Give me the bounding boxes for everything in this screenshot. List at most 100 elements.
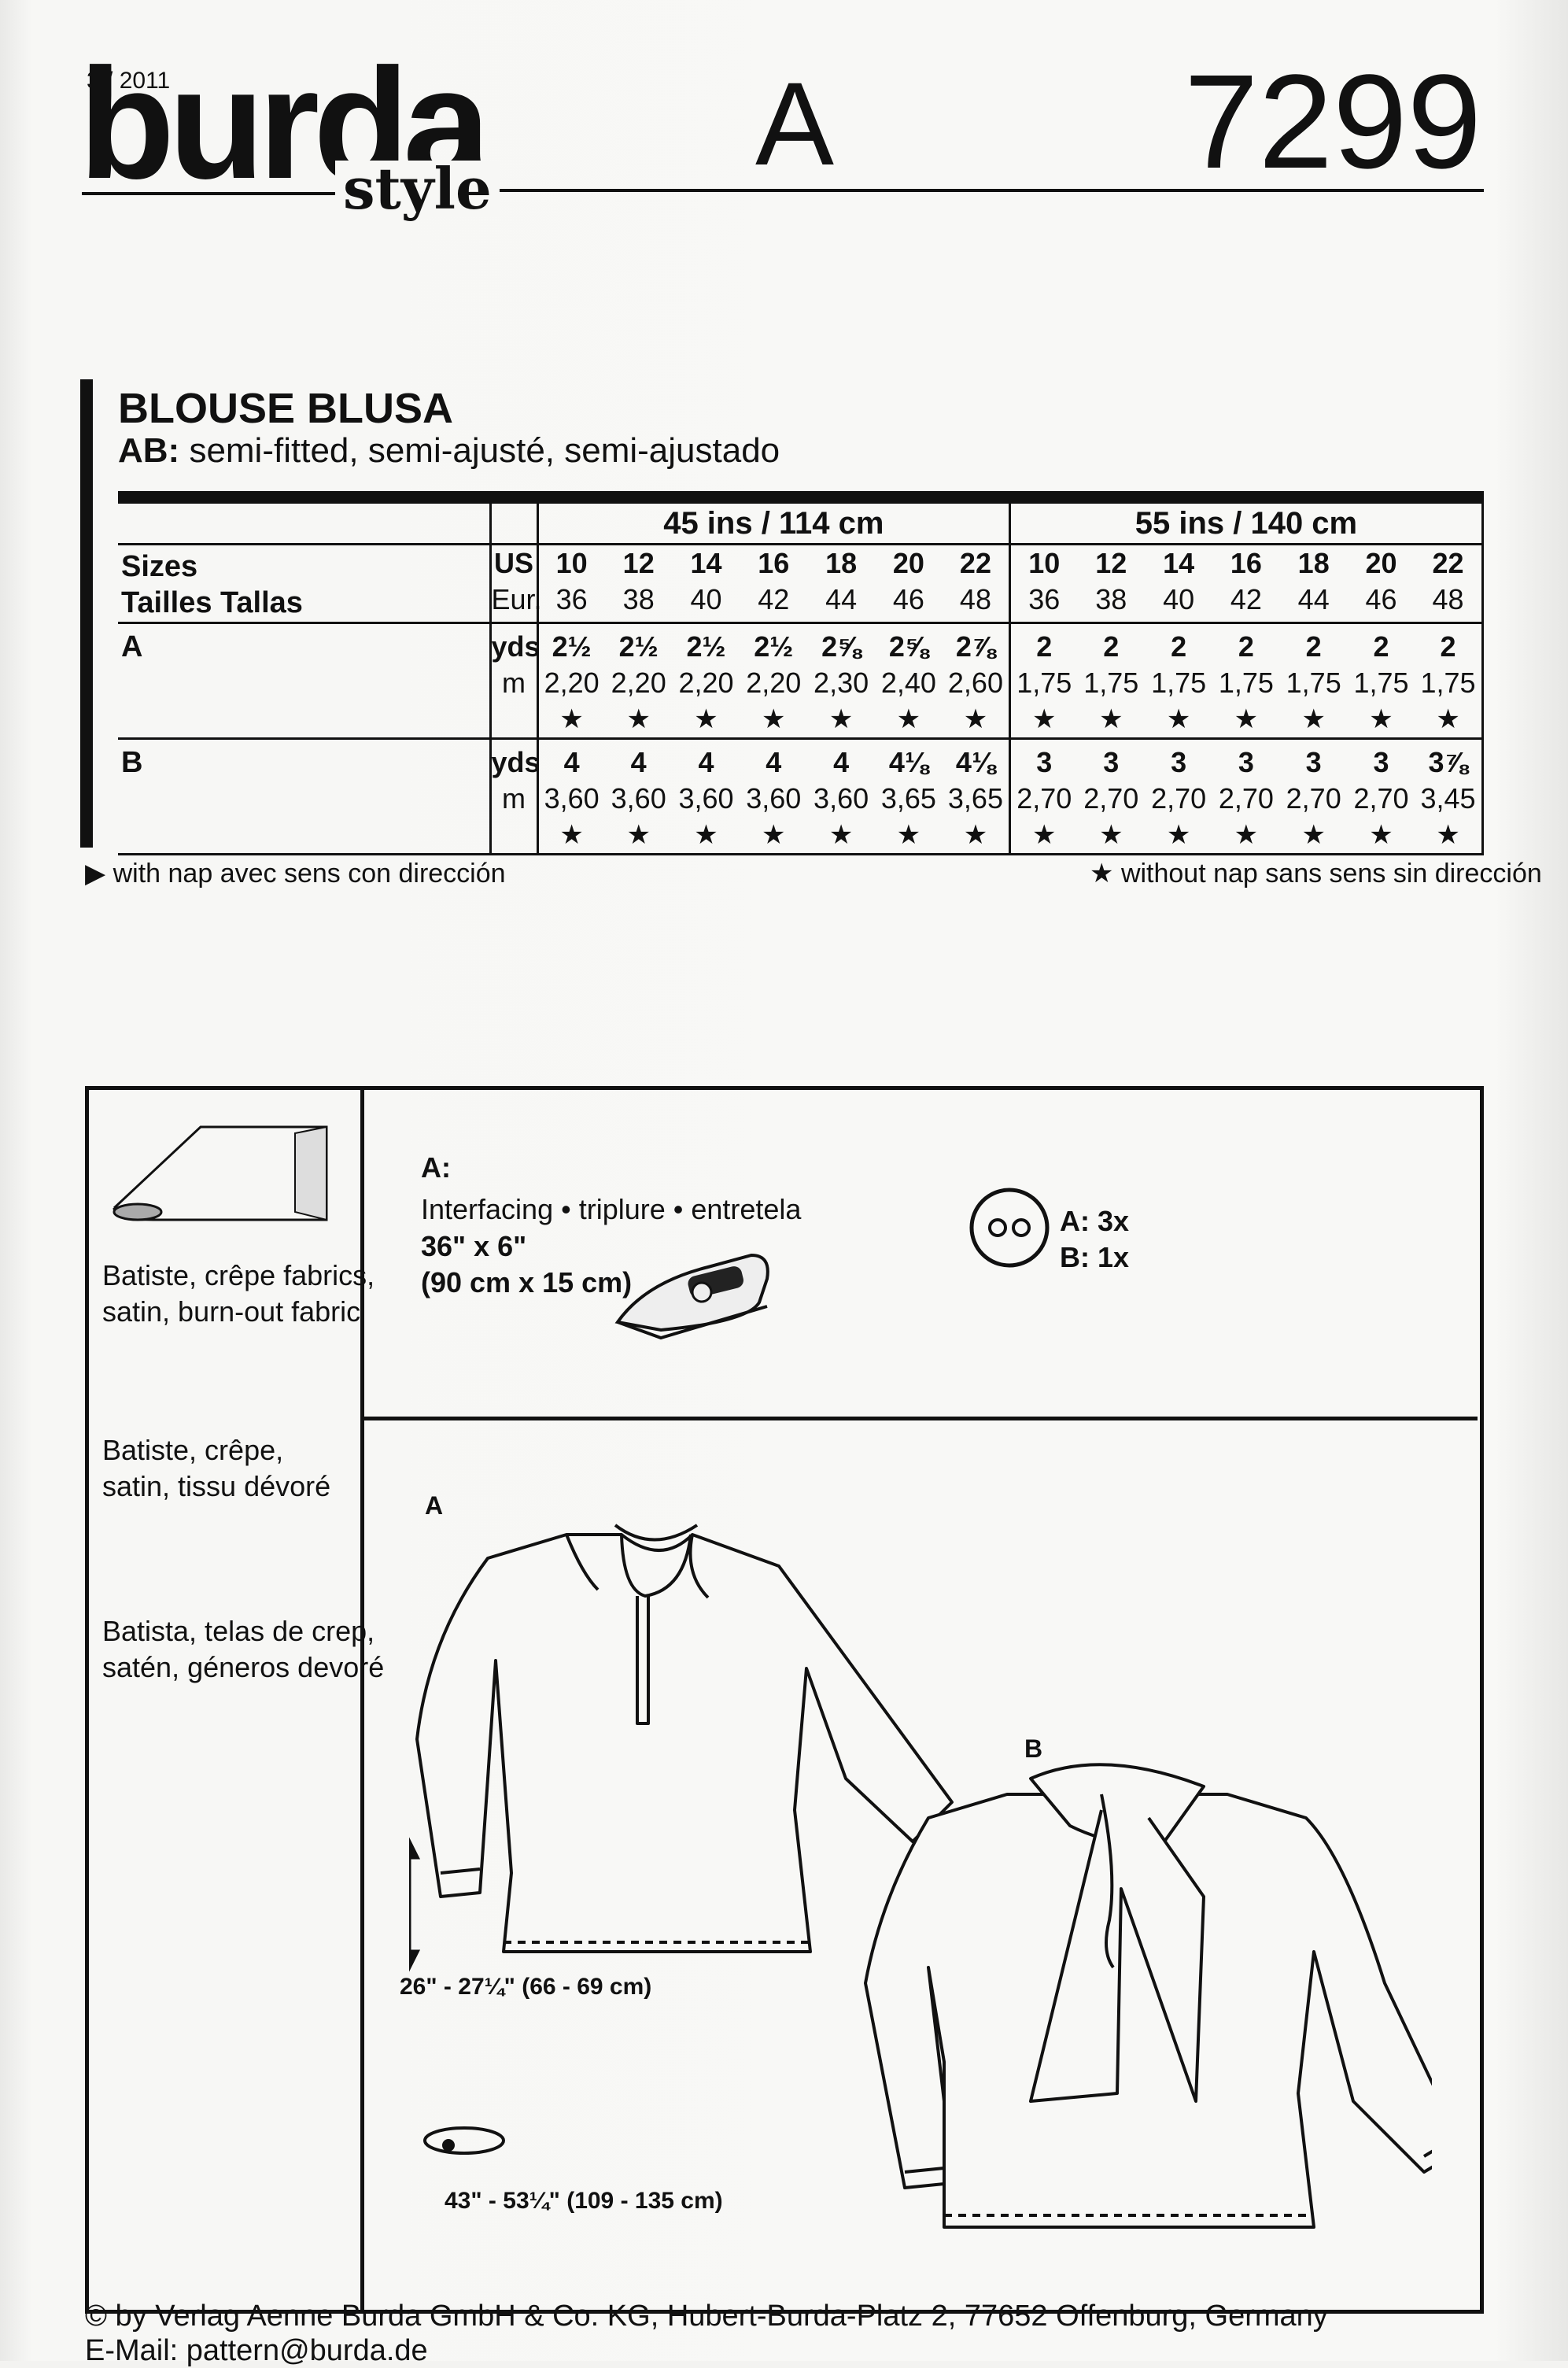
yardage-yds: 3⅞ xyxy=(1428,746,1468,778)
eur-size: 42 xyxy=(1230,583,1262,615)
view-b-illustration-label: B xyxy=(1024,1734,1043,1763)
triangle-icon: ▶ xyxy=(85,859,106,888)
us-size: 22 xyxy=(959,547,991,579)
view-b-label: B xyxy=(118,738,492,855)
star-icon: ★ xyxy=(762,704,786,734)
email-text: E-Mail: pattern@burda.de xyxy=(85,2334,428,2367)
us-size: 18 xyxy=(1297,547,1330,579)
yardage-yds: 4 xyxy=(563,746,580,778)
star-icon: ★ xyxy=(1234,820,1259,850)
us-size: 10 xyxy=(1028,547,1061,579)
star-icon: ★ xyxy=(1032,704,1057,734)
fabric-notion-box xyxy=(85,1086,1484,2314)
star-icon: ★ xyxy=(828,704,854,734)
yardage-yds: 4 xyxy=(698,746,714,778)
yardage-table: 45 ins / 114 cm 55 ins / 140 cm Sizes Ta… xyxy=(118,491,1484,855)
us-size: 14 xyxy=(690,547,722,579)
yardage-yds: 4 xyxy=(630,746,647,778)
yardage-yds: 3 xyxy=(1103,746,1120,778)
fabric-bolt-icon xyxy=(113,1125,328,1221)
yardage-yds: 4 xyxy=(833,746,850,778)
size-units: US Eur. xyxy=(489,544,542,624)
eur-size: 36 xyxy=(555,583,588,615)
yardage-m: 2,70 xyxy=(1016,782,1072,815)
us-size: 10 xyxy=(555,547,588,579)
us-size: 12 xyxy=(622,547,655,579)
yardage-yds: 2½ xyxy=(552,630,592,663)
yardage-m: 1,75 xyxy=(1151,667,1207,699)
yardage-yds: 2 xyxy=(1036,630,1053,663)
star-icon: ★ xyxy=(1369,820,1393,850)
yardage-m: 2,70 xyxy=(1083,782,1139,815)
star-icon: ★ xyxy=(1436,704,1460,734)
yardage-cell: 3⅞ 3,45 ★ xyxy=(1415,738,1484,855)
yardage-m: 2,70 xyxy=(1151,782,1207,815)
yardage-m: 1,75 xyxy=(1420,667,1476,699)
yardage-m: 2,20 xyxy=(746,667,802,699)
star-icon: ★ xyxy=(896,820,921,850)
yardage-m: 3,45 xyxy=(1420,782,1476,815)
blouse-illustrations xyxy=(409,1524,1432,2229)
yardage-m: 1,75 xyxy=(1353,667,1409,699)
iron-icon xyxy=(614,1253,769,1340)
eur-size: 40 xyxy=(1163,583,1195,615)
interfacing-size-cm: (90 cm x 15 cm) xyxy=(421,1266,633,1299)
interfacing-text: Interfacing • triplure • entretela xyxy=(421,1193,802,1225)
star-icon: ★ xyxy=(963,704,988,734)
eur-size: 40 xyxy=(690,583,722,615)
star-icon: ★ xyxy=(626,820,651,850)
interfacing-size-in: 36" x 6" xyxy=(421,1230,527,1262)
yardage-yds: 2 xyxy=(1440,630,1456,663)
yardage-m: 2,30 xyxy=(814,667,869,699)
yardage-yds: 3 xyxy=(1373,746,1389,778)
yardage-m: 2,20 xyxy=(611,667,666,699)
eur-size: 38 xyxy=(622,583,655,615)
us-size: 20 xyxy=(1365,547,1397,579)
star-icon: ★ xyxy=(1166,820,1191,850)
fabric-width-55: 55 ins / 140 cm xyxy=(1009,497,1484,545)
yardage-m: 3,60 xyxy=(678,782,734,815)
yardage-m: 2,20 xyxy=(544,667,600,699)
finished-width: 43" - 53¼" (109 - 135 cm) xyxy=(445,2188,723,2214)
table-corner xyxy=(118,497,490,545)
view-a-units: yds m xyxy=(489,622,540,740)
title-bar xyxy=(80,379,93,848)
length-arrow-icon xyxy=(409,1837,421,1972)
yardage-m: 1,75 xyxy=(1016,667,1072,699)
buttons-view-a: A: 3x xyxy=(1060,1205,1130,1237)
yardage-yds: 2½ xyxy=(686,630,726,663)
sizes-label: Sizes Tailles Tallas xyxy=(118,544,492,624)
blouse-a-drawing xyxy=(415,1524,954,1953)
with-nap-note: ▶ with nap avec sens con dirección xyxy=(85,859,506,888)
star-icon: ★ xyxy=(1436,820,1460,850)
star-icon: ★ xyxy=(694,820,718,850)
yardage-m: 1,75 xyxy=(1218,667,1274,699)
us-size: 14 xyxy=(1163,547,1195,579)
view-a-illustration-label: A xyxy=(425,1491,444,1520)
copyright-text: © by Verlag Aenne Burda GmbH & Co. KG, H… xyxy=(85,2300,1328,2333)
pattern-number: 7299 xyxy=(1184,47,1482,197)
finished-length: 26" - 27¼" (66 - 69 cm) xyxy=(400,1974,652,2000)
yardage-yds: 2⅞ xyxy=(955,630,995,663)
eur-size: 44 xyxy=(825,583,858,615)
yardage-yds: 3 xyxy=(1305,746,1322,778)
yardage-m: 3,60 xyxy=(814,782,869,815)
